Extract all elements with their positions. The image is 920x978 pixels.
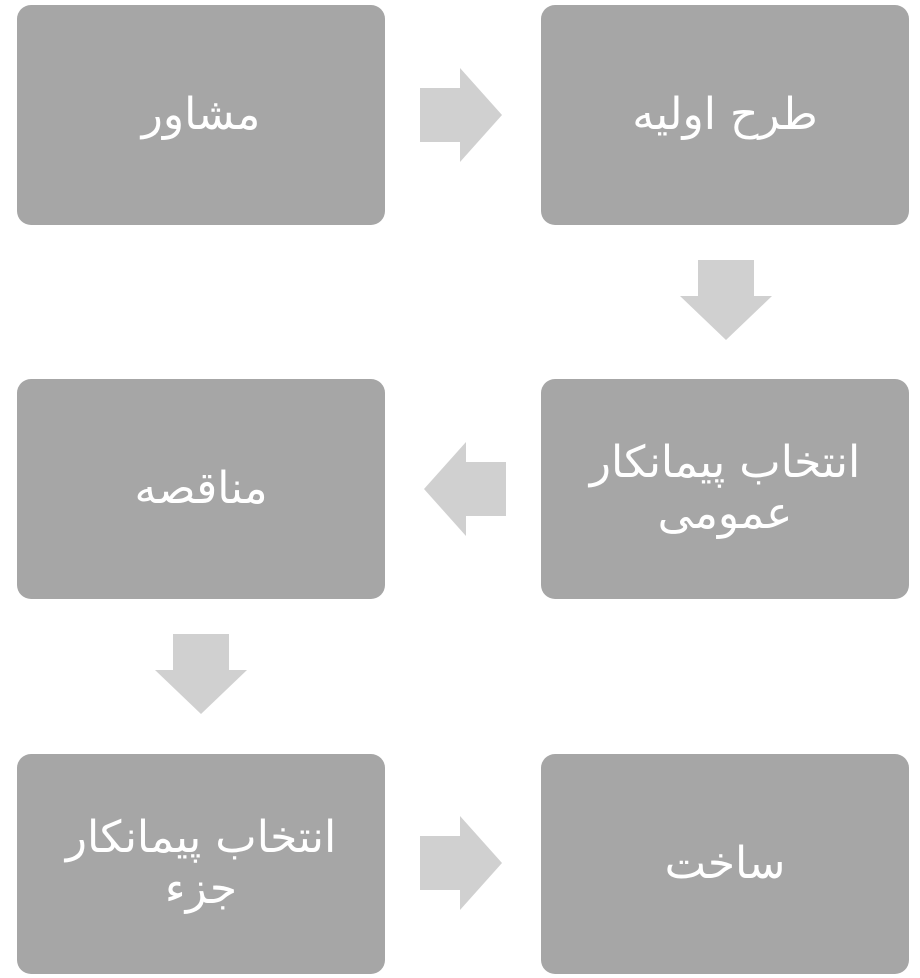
arrow-down-icon [155, 634, 247, 714]
step-label-initial-plan: طرح اولیه [632, 88, 818, 140]
arrow-down-icon [680, 260, 772, 340]
step-box-general-contractor: انتخاب پیمانکار عمومی [541, 379, 909, 599]
step-box-construction: ساخت [541, 754, 909, 974]
step-box-consultant: مشاور [17, 5, 385, 225]
step-box-subcontractor: انتخاب پیمانکار جزء [17, 754, 385, 974]
step-box-initial-plan: طرح اولیه [541, 5, 909, 225]
arrow-left-icon [424, 442, 506, 536]
arrow-right-icon [420, 68, 502, 162]
step-label-general-contractor: انتخاب پیمانکار عمومی [589, 437, 861, 539]
step-label-tender: مناقصه [134, 462, 268, 514]
step-box-tender: مناقصه [17, 379, 385, 599]
step-label-construction: ساخت [664, 837, 786, 889]
step-label-subcontractor: انتخاب پیمانکار جزء [65, 812, 337, 914]
arrow-right-icon [420, 816, 502, 910]
step-label-consultant: مشاور [141, 88, 261, 140]
